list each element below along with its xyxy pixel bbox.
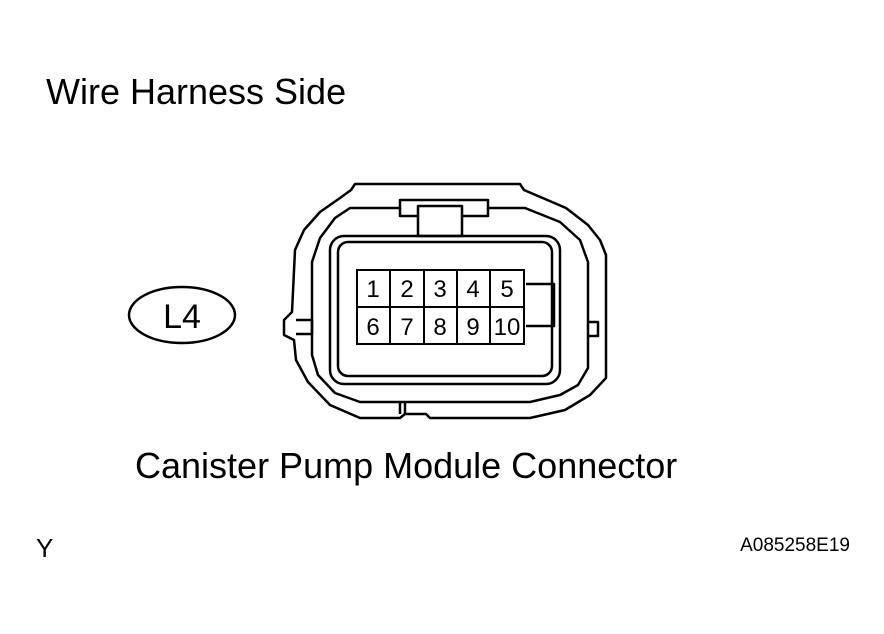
cavity-frame <box>328 234 562 386</box>
pin-10: 10 <box>494 314 521 341</box>
figure-code: A085258E19 <box>740 535 850 556</box>
pin-grid <box>356 269 525 345</box>
pin-8: 8 <box>433 314 446 341</box>
wire-harness-side-label: Wire Harness Side <box>46 71 347 112</box>
pin-9: 9 <box>466 314 479 341</box>
pin-3: 3 <box>433 276 446 303</box>
bottom-key <box>398 402 407 414</box>
connector-code-badge: L4 <box>127 285 237 345</box>
pin-6: 6 <box>366 314 379 341</box>
terminal-block-frame <box>336 240 554 378</box>
pin-1: 1 <box>366 276 379 303</box>
connector-code-ellipse <box>127 285 237 345</box>
connector-name-label: Canister Pump Module Connector <box>135 445 678 486</box>
pin-labels: 1 2 3 4 5 6 7 8 9 10 <box>366 276 520 341</box>
latch-guide <box>398 208 490 218</box>
corner-letter: Y <box>36 533 54 563</box>
left-notch <box>296 318 314 336</box>
connector-code-text: L4 <box>163 298 201 336</box>
housing-outer-shell <box>282 182 608 420</box>
connector-housing <box>282 182 608 420</box>
pin-4: 4 <box>466 276 479 303</box>
right-notch <box>588 320 600 338</box>
latch <box>416 204 464 238</box>
pin-2: 2 <box>400 276 413 303</box>
side-key-tab <box>526 282 556 328</box>
pin-7: 7 <box>400 314 413 341</box>
housing-inner-shell <box>310 198 590 404</box>
pin-5: 5 <box>500 276 513 303</box>
